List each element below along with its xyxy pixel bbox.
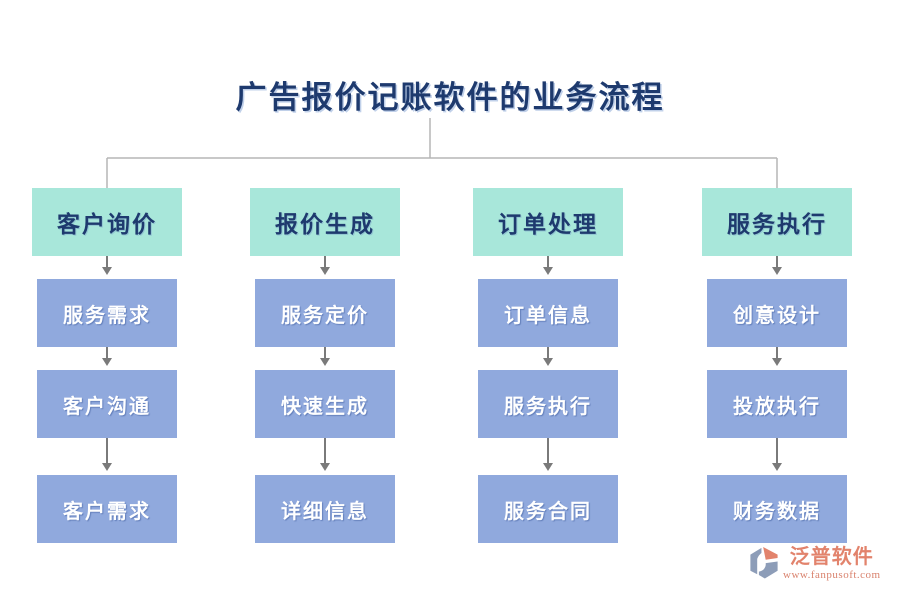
step-box: 客户沟通 — [37, 370, 177, 438]
watermark-text: 泛普软件 www.fanpusoft.com — [783, 545, 881, 582]
page-title: 广告报价记账软件的业务流程 — [235, 80, 665, 115]
arrow-down-icon — [543, 438, 553, 471]
stage-header: 服务执行 — [702, 188, 852, 256]
brand-name: 泛普软件 — [789, 546, 874, 568]
step-box: 创意设计 — [707, 279, 847, 347]
step-box: 服务执行 — [478, 370, 618, 438]
arrow-down-icon — [102, 438, 112, 471]
flow-column-quote-generation: 报价生成 服务定价 快速生成 详细信息 — [250, 188, 400, 543]
arrow-down-icon — [102, 256, 112, 275]
brand-url: www.fanpusoft.com — [783, 569, 881, 581]
step-box: 快速生成 — [255, 370, 395, 438]
arrow-down-icon — [320, 256, 330, 275]
stage-header: 订单处理 — [473, 188, 623, 256]
step-box: 订单信息 — [478, 279, 618, 347]
step-box: 财务数据 — [707, 475, 847, 543]
step-box: 服务需求 — [37, 279, 177, 347]
arrow-down-icon — [320, 347, 330, 366]
step-box: 服务合同 — [478, 475, 618, 543]
fanpu-logo-icon — [750, 547, 778, 579]
arrow-down-icon — [102, 347, 112, 366]
stage-header: 客户询价 — [32, 188, 182, 256]
brand-watermark: 泛普软件 www.fanpusoft.com — [747, 545, 881, 583]
arrow-down-icon — [772, 256, 782, 275]
step-box: 投放执行 — [707, 370, 847, 438]
step-box: 服务定价 — [255, 279, 395, 347]
connector-lines — [106, 118, 778, 190]
arrow-down-icon — [772, 438, 782, 471]
flow-column-customer-inquiry: 客户询价 服务需求 客户沟通 客户需求 — [32, 188, 182, 543]
flow-column-order-processing: 订单处理 订单信息 服务执行 服务合同 — [473, 188, 623, 543]
step-box: 客户需求 — [37, 475, 177, 543]
step-box: 详细信息 — [255, 475, 395, 543]
arrow-down-icon — [543, 256, 553, 275]
arrow-down-icon — [543, 347, 553, 366]
stage-header: 报价生成 — [250, 188, 400, 256]
arrow-down-icon — [772, 347, 782, 366]
flow-column-service-execution: 服务执行 创意设计 投放执行 财务数据 — [702, 188, 852, 543]
arrow-down-icon — [320, 438, 330, 471]
